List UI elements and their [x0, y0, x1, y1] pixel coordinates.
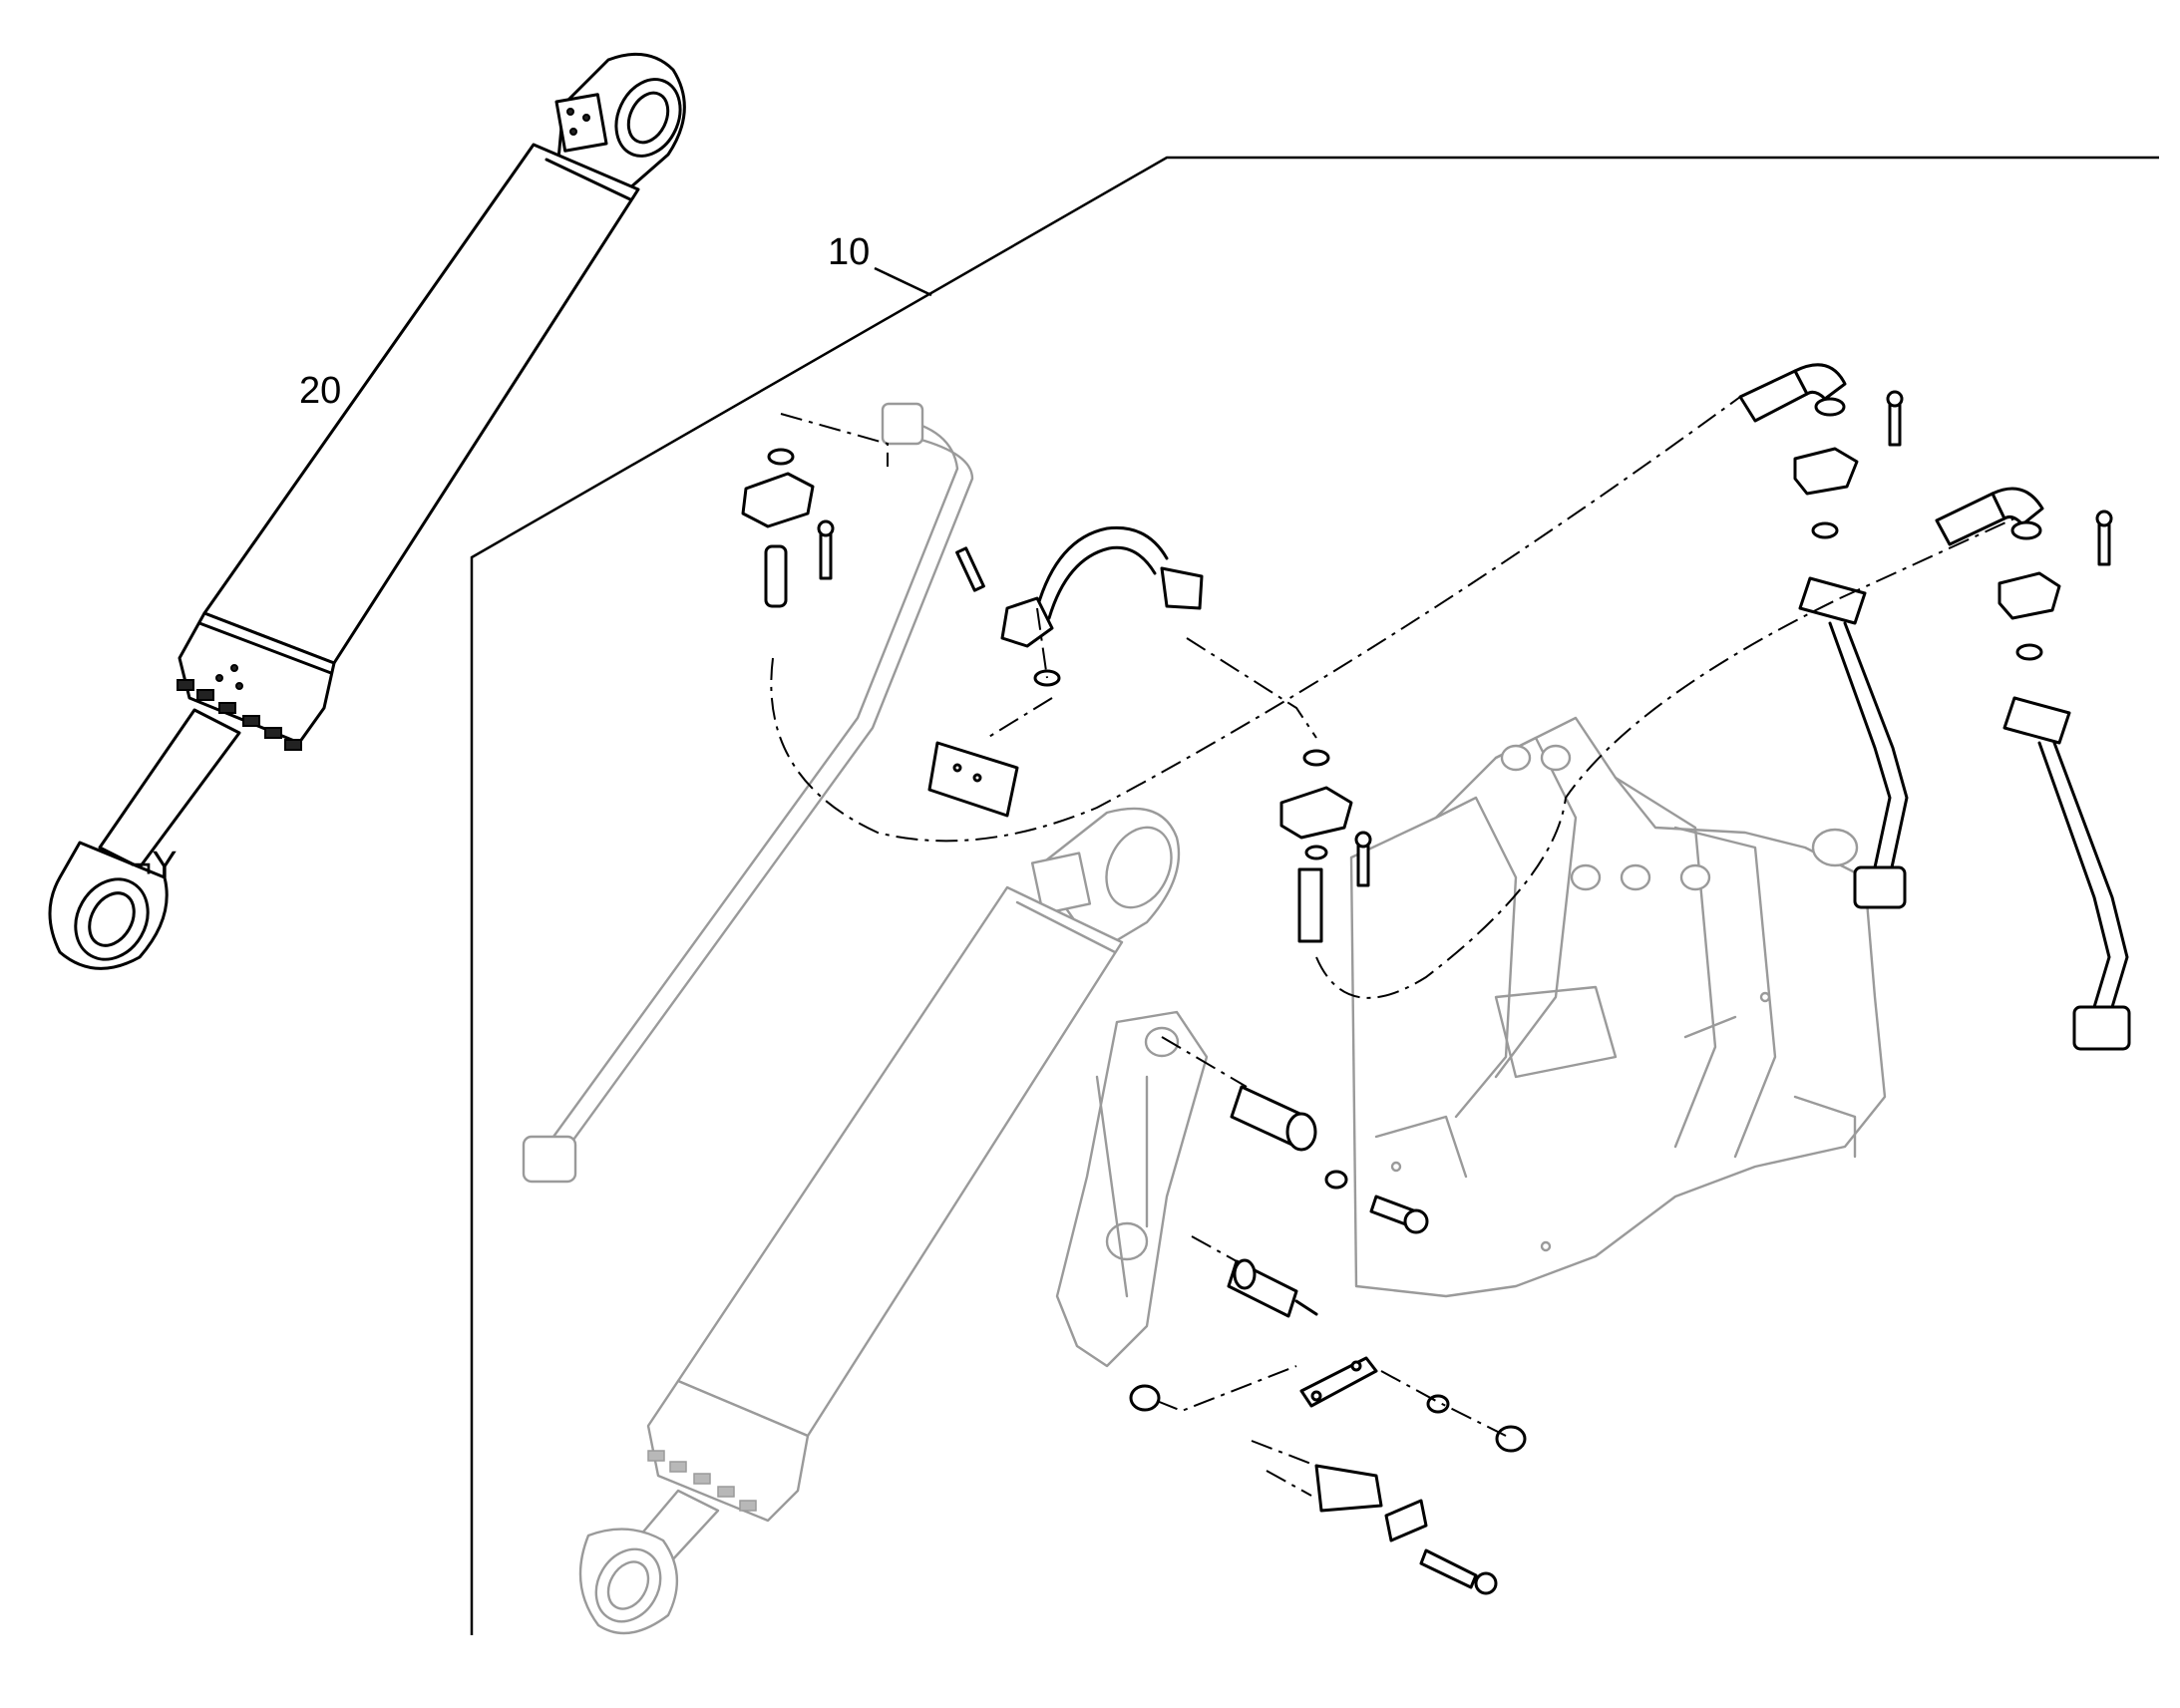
hydraulic-cylinder-20: ¬Y [48, 52, 686, 970]
callout-20: 20 [299, 370, 341, 412]
pivot-pin-upper [1230, 1085, 1429, 1234]
callout-10: 10 [828, 231, 870, 273]
ghost-hydraulic-cylinder [578, 807, 1181, 1635]
hose-fitting-right-2 [1935, 487, 2131, 1051]
hydraulic-tube-short [955, 525, 1204, 687]
mounting-bracket-plate [927, 741, 1019, 818]
svg-text:¬Y: ¬Y [130, 845, 178, 886]
clamp-plate-assembly [1129, 1356, 1527, 1595]
hose-fitting-right-1 [1738, 363, 1909, 909]
ghost-lever-bracket [1055, 1010, 1209, 1368]
callout-10-leader [874, 266, 932, 297]
ghost-hydraulic-tube-left [522, 402, 974, 1184]
assembly-connection-lines [770, 396, 2015, 1497]
pivot-pin-lower [1227, 1258, 1318, 1318]
flange-clamp-center [1279, 749, 1372, 955]
ghost-lift-frame [1349, 716, 1887, 1298]
assembly-frame-outline [470, 156, 2159, 1635]
flange-clamp-left [741, 448, 835, 608]
